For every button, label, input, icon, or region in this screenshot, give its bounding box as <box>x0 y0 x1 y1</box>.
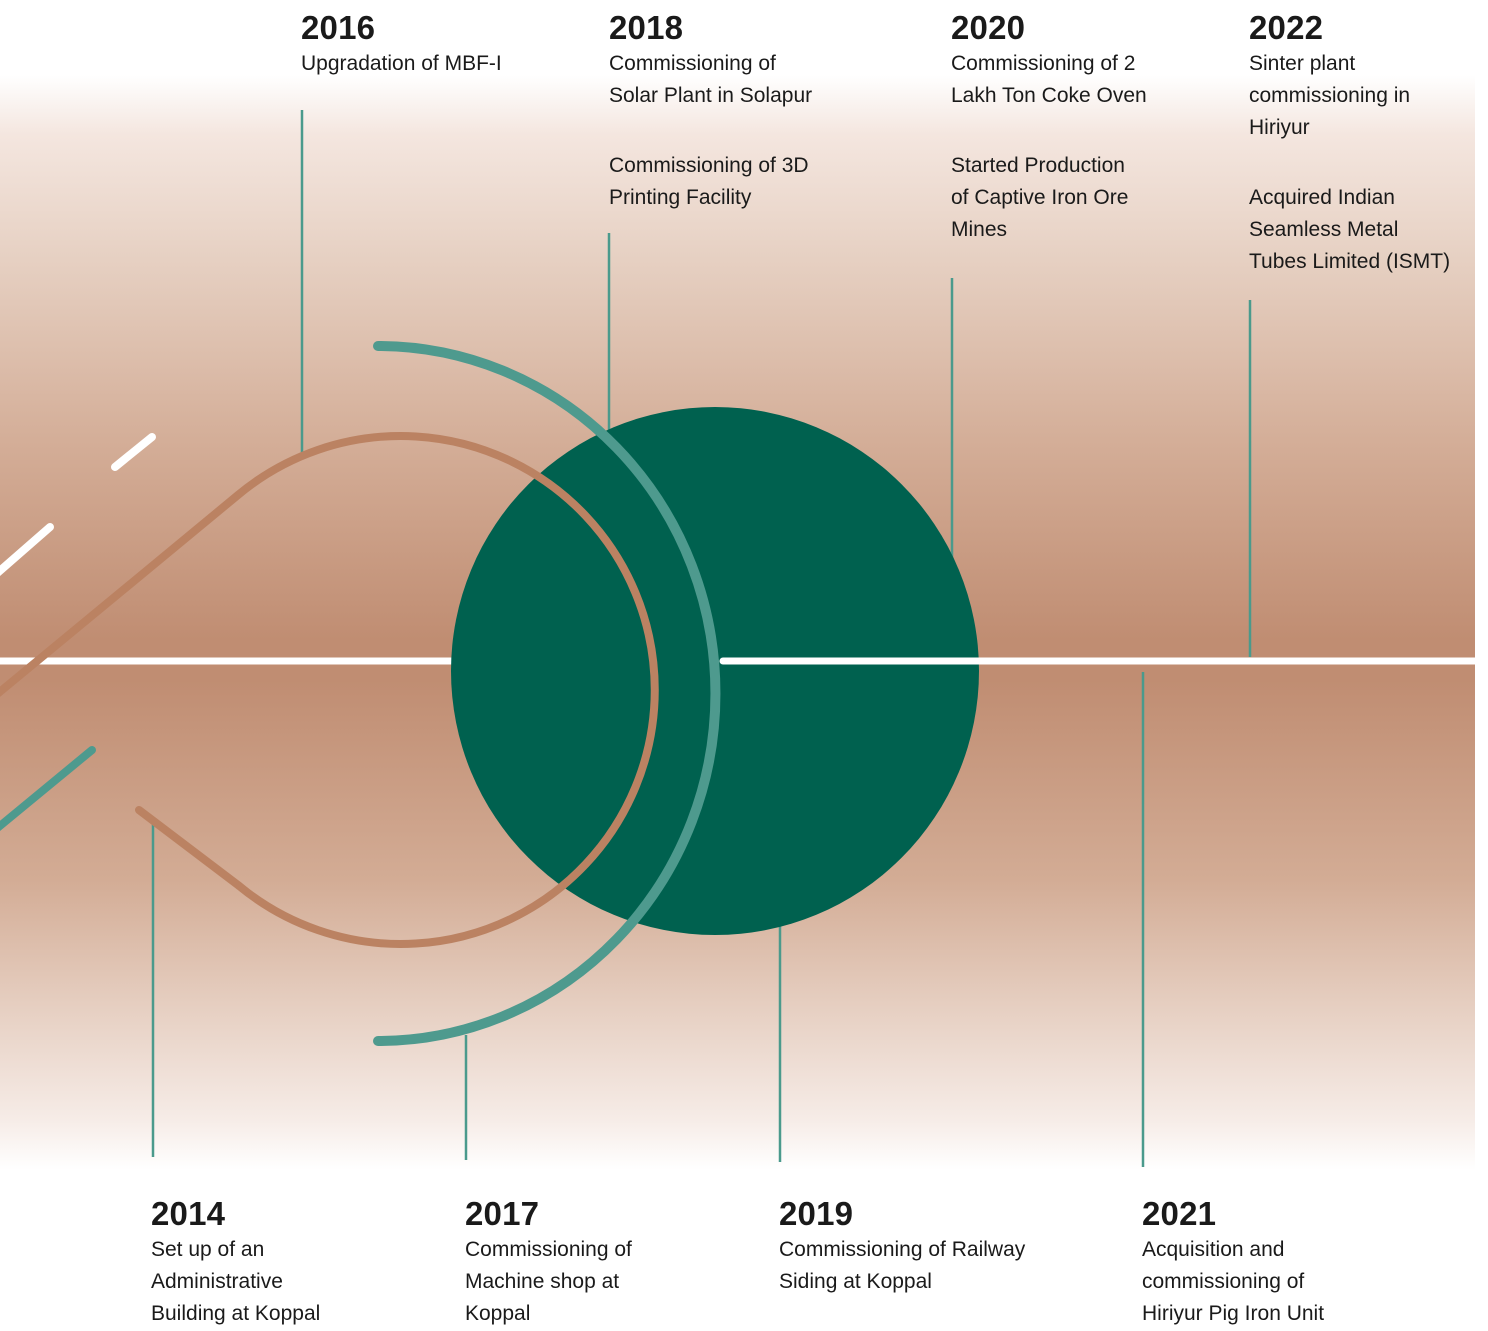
milestone-event: Set up of an Administrative Building at … <box>151 1238 321 1325</box>
milestone-2017: 2017 Commissioning of Machine shop at Ko… <box>465 1196 725 1330</box>
milestone-event: Acquired Indian Seamless Metal Tubes Lim… <box>1249 186 1451 273</box>
milestone-event: Commissioning of 3D Printing Facility <box>609 154 809 209</box>
milestone-year: 2020 <box>951 9 1026 46</box>
milestone-event: Commissioning of Solar Plant in Solapur <box>609 52 813 107</box>
milestone-2021: 2021 Acquisition and commissioning of Hi… <box>1142 1196 1442 1330</box>
milestone-2018: 2018 Commissioning of Solar Plant in Sol… <box>609 10 899 214</box>
white-dash-2 <box>0 523 54 576</box>
milestone-event: Started Production of Captive Iron Ore M… <box>951 154 1129 241</box>
milestone-event: Commissioning of Railway Siding at Koppa… <box>779 1238 1026 1293</box>
milestone-year: 2017 <box>465 1195 540 1232</box>
copper-loop <box>0 432 659 948</box>
milestone-year: 2018 <box>609 9 684 46</box>
milestone-event: Upgradation of MBF-I <box>301 52 502 75</box>
milestone-event: Commissioning of 2 Lakh Ton Coke Oven <box>951 52 1147 107</box>
milestone-2022: 2022 Sinter plant commissioning in Hiriy… <box>1249 10 1484 278</box>
milestone-2014: 2014 Set up of an Administrative Buildin… <box>151 1196 411 1330</box>
milestone-2019: 2019 Commissioning of Railway Siding at … <box>779 1196 1099 1298</box>
milestone-event: Acquisition and commissioning of Hiriyur… <box>1142 1238 1325 1325</box>
milestone-event: Commissioning of Machine shop at Koppal <box>465 1238 632 1325</box>
white-dash-1 <box>111 433 156 471</box>
milestone-2020: 2020 Commissioning of 2 Lakh Ton Coke Ov… <box>951 10 1211 246</box>
teal-dash <box>0 746 96 832</box>
milestone-year: 2016 <box>301 9 376 46</box>
milestone-year: 2014 <box>151 1195 226 1232</box>
milestone-2016: 2016 Upgradation of MBF-I <box>301 10 561 80</box>
milestone-year: 2021 <box>1142 1195 1217 1232</box>
milestone-year: 2022 <box>1249 9 1324 46</box>
milestone-year: 2019 <box>779 1195 854 1232</box>
milestone-event: Sinter plant commissioning in Hiriyur <box>1249 52 1411 139</box>
teal-arc <box>373 341 721 1046</box>
